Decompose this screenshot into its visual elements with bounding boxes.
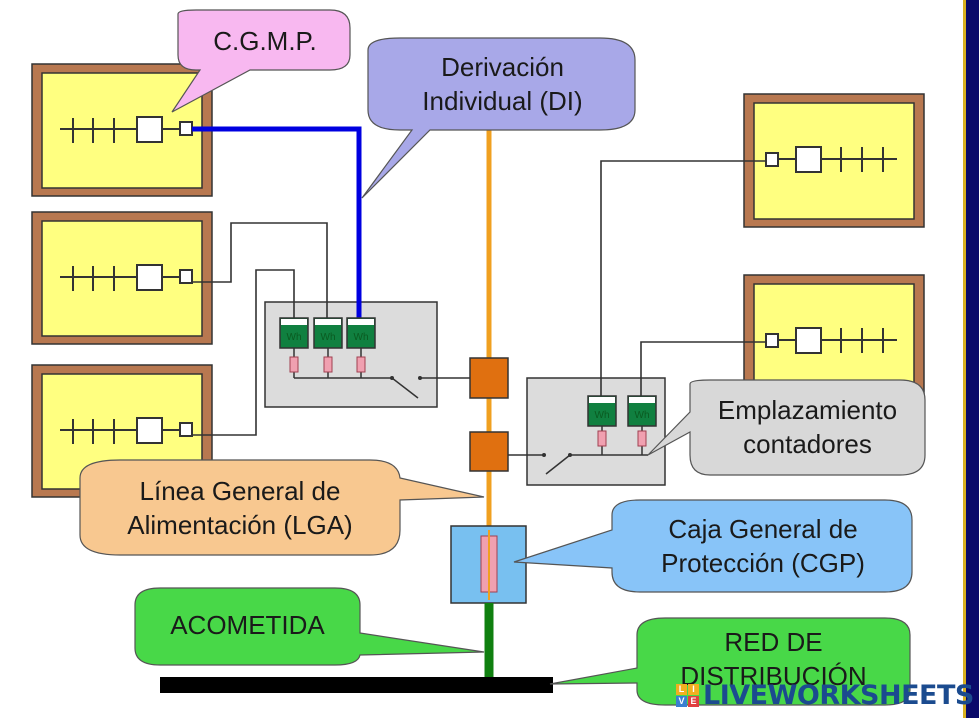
dwelling-4 [743,93,925,228]
switch-right [545,454,571,475]
label-cgp-line-1: Caja General de [668,514,858,544]
label-acometida: ACOMETIDA [170,610,325,640]
fuse [289,356,299,373]
logo-letter: V [676,695,687,707]
watermark-text: LIVEWORKSHEETS [703,679,974,711]
wire-dwelling-2 [192,222,328,318]
label-lga: Línea General de Alimentación (LGA) [82,474,398,542]
meter-4: Wh [587,395,617,427]
label-cgmp: C.G.M.P. [213,26,317,56]
label-di-line-1: Derivación [441,52,564,82]
wire-dwelling-4 [600,160,766,396]
liveworksheets-logo-icon: L I V E [676,683,699,707]
wire-dwelling-3 [192,269,295,436]
switch-left [391,377,419,399]
junction-box-2 [469,431,509,472]
label-lga-line-1: Línea General de [139,476,341,506]
fuse [637,430,647,447]
meter-5: Wh [627,395,657,427]
label-emplazamiento-line-2: contadores [743,429,872,459]
watermark: L I V E LIVEWORKSHEETS [676,679,974,711]
accent-bar [963,0,979,718]
label-cgp: Caja General de Protección (CGP) [614,512,912,580]
logo-letter: E [688,695,699,707]
label-red-line-1: RED DE [724,627,823,657]
fuse [356,356,366,373]
bubble-di [361,37,636,199]
logo-letter: L [676,683,687,695]
label-lga-line-2: Alimentación (LGA) [127,510,353,540]
label-di: Derivación Individual (DI) [370,50,635,118]
label-red-line-2: DISTRIBUCIÓN [680,661,867,691]
bubble-emplazamiento [647,379,926,476]
bubble-cgp [513,499,913,593]
wire-dwelling-5 [640,341,766,396]
label-emplazamiento-line-1: Emplazamiento [717,395,898,425]
meter-1: Wh [279,317,309,349]
meter-label: Wh [595,410,610,421]
bubble-cgmp [171,9,351,113]
bubble-red-distribucion [549,617,911,706]
meter-2: Wh [313,317,343,349]
dwelling-1 [31,63,213,197]
distribution-network-bar [160,677,553,693]
meter-label: Wh [321,332,336,343]
meter-label: Wh [287,332,302,343]
logo-letter: I [688,683,699,695]
label-emplazamiento: Emplazamiento contadores [690,393,925,461]
junction-box-1 [469,357,509,399]
fuse [323,356,333,373]
label-di-line-2: Individual (DI) [422,86,583,116]
bubble-lga [79,459,485,556]
di-line [192,126,362,318]
meter-3: Wh [346,317,376,349]
bubble-acometida [134,587,485,666]
meter-label: Wh [354,332,369,343]
meter-label: Wh [635,410,650,421]
dwelling-2 [31,211,213,345]
label-red-distribucion: RED DE DISTRIBUCIÓN [637,625,910,693]
fuse [597,430,607,447]
label-cgp-line-2: Protección (CGP) [661,548,865,578]
